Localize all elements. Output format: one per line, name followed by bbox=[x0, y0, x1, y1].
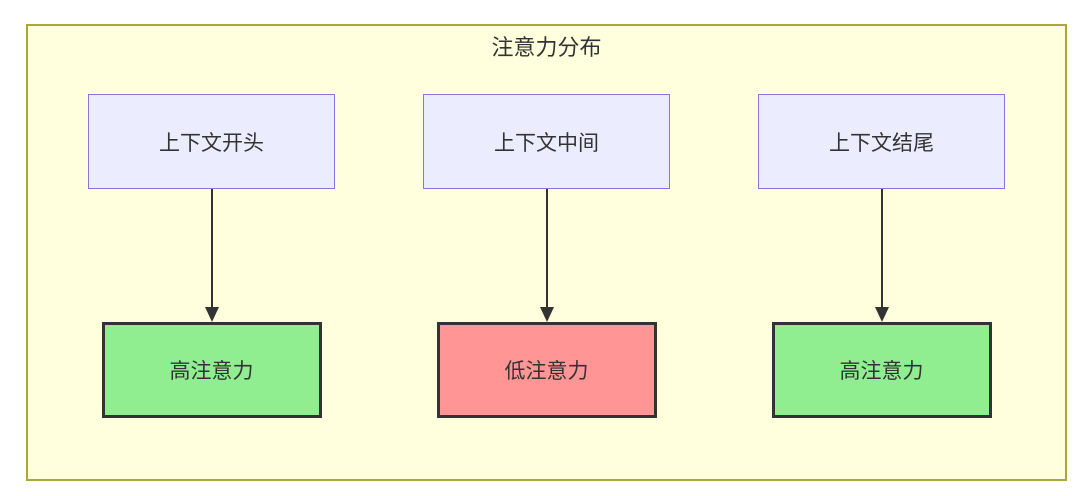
attention-distribution-subgraph: 注意力分布 上下文开头 高注意力 上下文中间 低注意力 bbox=[26, 24, 1067, 481]
target-node-high-attention-2: 高注意力 bbox=[771, 322, 992, 418]
source-node-label: 上下文开头 bbox=[159, 131, 264, 155]
target-node-high-attention-1: 高注意力 bbox=[101, 322, 322, 418]
flow-column-context-end: 上下文结尾 高注意力 bbox=[758, 94, 1005, 418]
down-arrow-icon bbox=[539, 189, 554, 322]
target-node-low-attention: 低注意力 bbox=[436, 322, 657, 418]
source-node-context-start: 上下文开头 bbox=[88, 94, 335, 189]
flow-column-context-middle: 上下文中间 低注意力 bbox=[423, 94, 670, 418]
source-node-context-end: 上下文结尾 bbox=[758, 94, 1005, 189]
source-node-context-middle: 上下文中间 bbox=[423, 94, 670, 189]
diagram-title: 注意力分布 bbox=[491, 35, 602, 60]
flow-row: 上下文开头 高注意力 上下文中间 低注意力 上下文结 bbox=[28, 94, 1065, 418]
target-node-label: 高注意力 bbox=[169, 360, 254, 383]
down-arrow-icon bbox=[874, 189, 889, 322]
source-node-label: 上下文结尾 bbox=[829, 131, 934, 155]
source-node-label: 上下文中间 bbox=[494, 131, 599, 155]
target-node-label: 低注意力 bbox=[504, 360, 589, 383]
target-node-label: 高注意力 bbox=[839, 360, 924, 383]
down-arrow-icon bbox=[204, 189, 219, 322]
flow-column-context-start: 上下文开头 高注意力 bbox=[88, 94, 335, 418]
